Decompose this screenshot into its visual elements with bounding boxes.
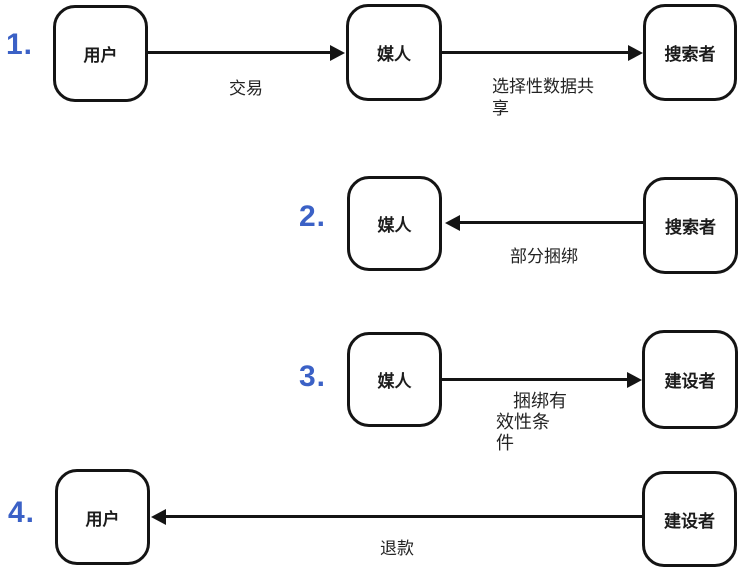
arrow-line — [459, 221, 643, 224]
arrow-label-line: 享 — [492, 99, 509, 118]
node-searcher-1: 搜索者 — [643, 4, 737, 101]
node-label: 建设者 — [664, 372, 716, 391]
node-matchmaker-2: 媒人 — [347, 176, 442, 271]
node-label: 用户 — [83, 46, 118, 65]
node-matchmaker-1: 媒人 — [346, 4, 442, 101]
step-number-3: 3. — [299, 360, 327, 393]
node-label: 媒人 — [377, 45, 411, 64]
arrow-line — [442, 378, 628, 381]
node-builder-4: 建设者 — [642, 471, 737, 567]
node-searcher-2: 搜索者 — [643, 177, 738, 274]
arrow-label-line: 选择性数据共 — [492, 77, 594, 96]
step-number-4: 4. — [8, 496, 36, 529]
arrow-label-binding-validity-condition: 捆绑有 效性条 件 — [496, 391, 606, 454]
arrow-label-partial-binding: 部分捆绑 — [510, 247, 578, 266]
arrow-label-line: 件 — [496, 433, 514, 453]
step-number-1: 1. — [6, 28, 34, 61]
node-builder-3: 建设者 — [642, 330, 738, 429]
node-label: 用户 — [85, 509, 120, 529]
arrow-label-selective-data-sharing: 选择性数据共 享 — [492, 76, 612, 120]
arrow-line — [148, 51, 332, 54]
arrow-label-line: 捆绑有 — [513, 391, 567, 411]
arrowhead-right-icon — [628, 45, 643, 61]
node-label: 媒人 — [377, 216, 412, 235]
arrow-label-line: 效性条 — [496, 412, 550, 432]
node-label: 建设者 — [664, 511, 715, 531]
arrowhead-left-icon — [151, 509, 166, 525]
node-matchmaker-3: 媒人 — [347, 332, 442, 427]
arrow-line — [165, 515, 642, 518]
step-number-2: 2. — [299, 200, 327, 233]
arrow-line — [442, 51, 629, 54]
arrow-label-refund: 退款 — [380, 539, 414, 558]
node-label: 搜索者 — [664, 45, 716, 64]
arrowhead-left-icon — [445, 215, 460, 231]
arrow-label-transaction: 交易 — [229, 79, 263, 98]
arrowhead-right-icon — [627, 372, 642, 388]
node-label: 媒人 — [377, 372, 412, 391]
arrowhead-right-icon — [330, 45, 345, 61]
node-label: 搜索者 — [665, 218, 716, 237]
node-user-4: 用户 — [55, 469, 150, 565]
node-user-1: 用户 — [53, 5, 148, 102]
